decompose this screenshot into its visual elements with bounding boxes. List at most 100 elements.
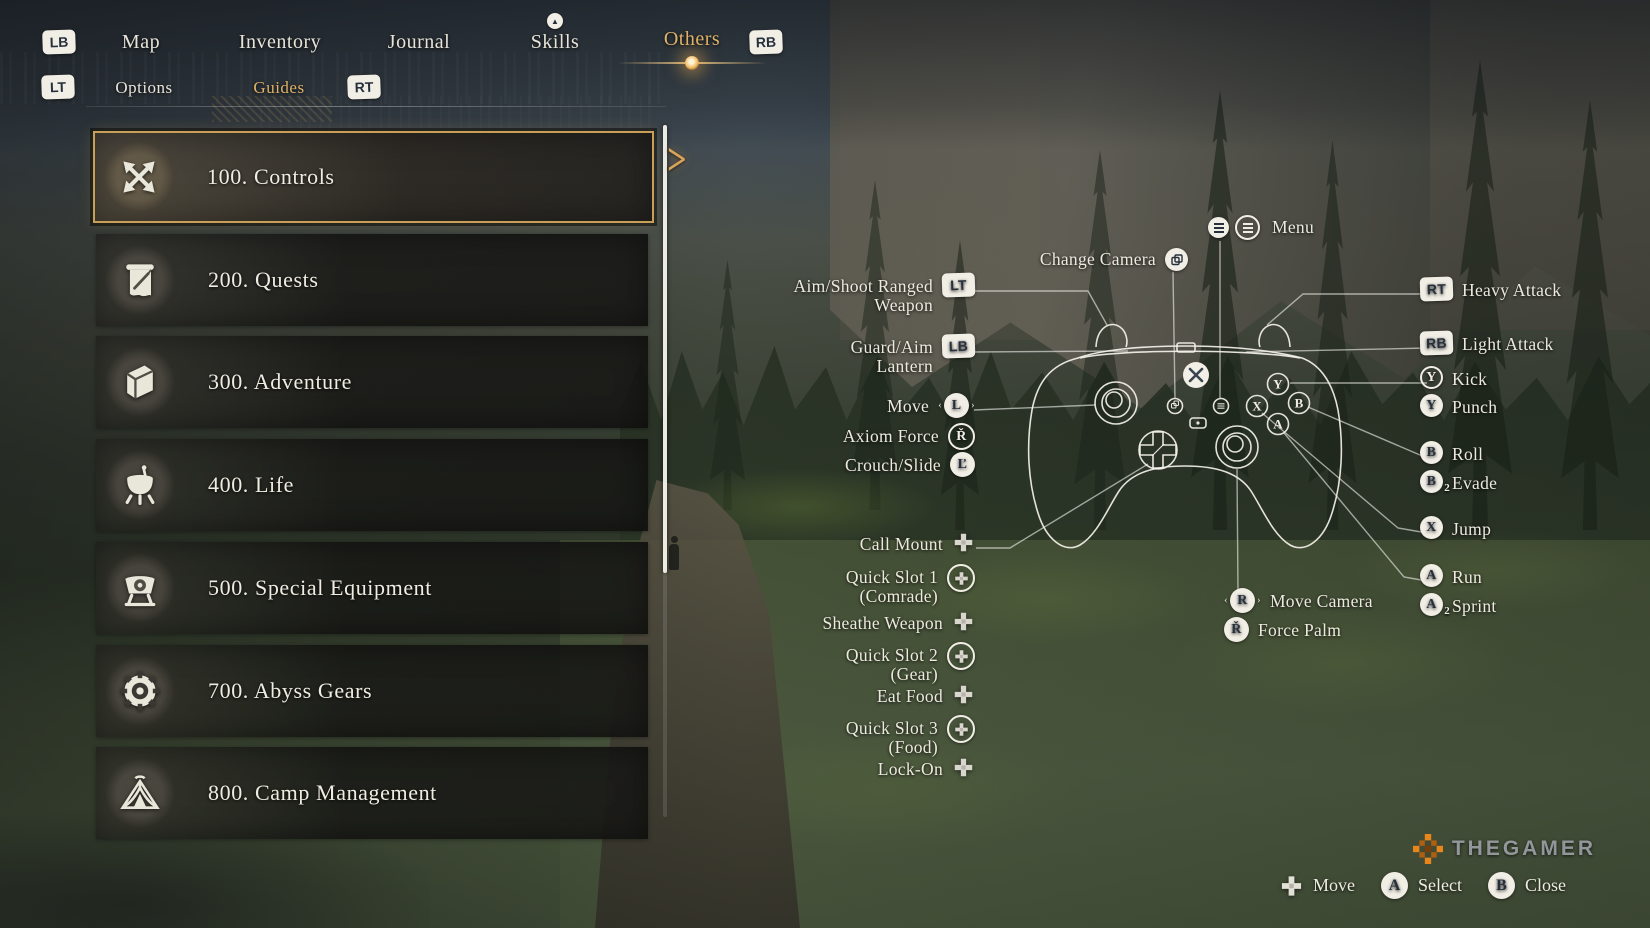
abyss-gears-icon bbox=[100, 651, 180, 731]
tab-journal[interactable]: Journal bbox=[387, 31, 451, 53]
control-label-line: Call Mount bbox=[859, 534, 943, 554]
hint-move: Move bbox=[1280, 874, 1355, 897]
control-label-line: (Gear) bbox=[890, 664, 938, 684]
background-decor-seal bbox=[260, 96, 660, 136]
adventure-icon bbox=[100, 342, 180, 422]
control-label-text: Move bbox=[887, 397, 929, 416]
guides-scrollbar-thumb[interactable] bbox=[663, 125, 667, 573]
control-label-move-camera: ‹R›Move Camera bbox=[1224, 588, 1373, 613]
menu-button-hold-icon bbox=[1235, 215, 1260, 240]
stick-arrow-icon: › bbox=[1256, 594, 1261, 606]
guide-item-title: 100. Controls bbox=[207, 164, 335, 189]
rt-badge: RT bbox=[347, 74, 381, 100]
guide-item-special-equipment[interactable]: 500. Special Equipment bbox=[96, 542, 648, 634]
tab-others[interactable]: Others bbox=[663, 28, 721, 50]
stick-letter: Ľ bbox=[957, 457, 968, 472]
dpad-icon bbox=[1280, 874, 1303, 897]
control-label-sheathe-weapon: Sheathe Weapon bbox=[822, 612, 975, 633]
control-label-line: Quick Slot 2 bbox=[845, 645, 938, 665]
tab-skills[interactable]: Skills bbox=[530, 31, 580, 53]
control-label-line: (Food) bbox=[888, 737, 938, 757]
right-stick-icon: Ř bbox=[948, 423, 975, 450]
control-label-line: Kick bbox=[1452, 369, 1488, 389]
stick-letter: Ř bbox=[1231, 622, 1242, 637]
rb-badge: RB bbox=[749, 29, 783, 55]
nav-divider bbox=[86, 106, 666, 107]
control-label-line: Crouch/Slide bbox=[845, 455, 941, 475]
guide-item-title: 300. Adventure bbox=[208, 369, 353, 394]
control-label-text: Evade bbox=[1452, 474, 1497, 493]
a-button-icon: A bbox=[1381, 872, 1408, 899]
control-label-text: Quick Slot 1(Comrade) bbox=[846, 568, 938, 606]
a-button-icon: A bbox=[1420, 564, 1443, 587]
control-label-text: Sheathe Weapon bbox=[822, 614, 943, 633]
control-label-line: Punch bbox=[1452, 397, 1498, 417]
guide-item-life[interactable]: 400. Life bbox=[96, 439, 648, 531]
control-label-line: Sprint bbox=[1452, 596, 1497, 616]
hint-select: A Select bbox=[1381, 872, 1462, 899]
control-label-text: Heavy Attack bbox=[1462, 281, 1561, 300]
right-stick-icon: Ř bbox=[1224, 617, 1249, 642]
control-label-text: Lock-On bbox=[878, 760, 943, 779]
skill-point-icon: ▲ bbox=[547, 13, 563, 29]
guide-item-controls[interactable]: 100. Controls bbox=[93, 131, 654, 223]
special-equipment-icon bbox=[100, 548, 180, 628]
control-label-eat-food: Eat Food bbox=[877, 685, 975, 706]
dpad-icon bbox=[952, 756, 975, 779]
face-letter: B bbox=[1496, 876, 1507, 894]
tab-guides[interactable]: Guides bbox=[253, 78, 305, 97]
rb-badge-label: RB bbox=[755, 33, 777, 51]
next-chevron-icon[interactable]: > bbox=[667, 134, 687, 186]
quests-icon bbox=[100, 240, 180, 320]
control-label-text: Change Camera bbox=[1039, 249, 1156, 269]
stick-letter: L bbox=[951, 398, 962, 413]
dpad-icon bbox=[952, 610, 975, 633]
control-label-jump: X Jump bbox=[1420, 516, 1491, 539]
control-label-line: Light Attack bbox=[1462, 334, 1554, 354]
guide-item-quests[interactable]: 200. Quests bbox=[96, 234, 648, 326]
guide-item-camp-management[interactable]: 800. Camp Management bbox=[96, 747, 648, 839]
rb-button-icon: RB bbox=[1419, 330, 1454, 356]
dpad-icon bbox=[952, 683, 975, 706]
b-button-icon: B bbox=[1420, 441, 1443, 464]
control-label-text: Move Camera bbox=[1270, 592, 1373, 611]
right-stick-icon: R bbox=[1229, 588, 1255, 613]
tab-inventory[interactable]: Inventory bbox=[238, 31, 322, 53]
guide-item-abyss-gears[interactable]: 700. Abyss Gears bbox=[96, 645, 648, 737]
dpad-icon bbox=[952, 531, 975, 554]
tab-options[interactable]: Options bbox=[115, 78, 173, 97]
stick-arrow-icon: ‹ bbox=[938, 399, 943, 411]
hint-label: Select bbox=[1418, 875, 1462, 895]
face-letter: B bbox=[1426, 445, 1437, 460]
control-label-line: Quick Slot 3 bbox=[845, 718, 938, 738]
x-button-icon: X bbox=[1420, 516, 1443, 539]
lb-badge-label: LB bbox=[49, 33, 69, 51]
control-label-line: Jump bbox=[1452, 519, 1492, 539]
tab-map[interactable]: Map bbox=[121, 31, 161, 53]
lb-badge: LB bbox=[42, 29, 76, 55]
camp-icon bbox=[100, 753, 180, 833]
control-label-menu: Menu bbox=[1208, 215, 1314, 240]
control-label-quick-slot-1: Quick Slot 1(Comrade) bbox=[846, 564, 975, 606]
stick-letter: R bbox=[1237, 593, 1248, 608]
control-label-line: Quick Slot 1 bbox=[845, 567, 938, 587]
control-label-line: Move Camera bbox=[1269, 591, 1373, 611]
lt-button-icon: LT bbox=[941, 272, 976, 298]
guide-item-title: 700. Abyss Gears bbox=[208, 678, 373, 703]
control-label-text: Jump bbox=[1452, 520, 1491, 539]
control-label-text: Quick Slot 2(Gear) bbox=[846, 646, 938, 684]
lt-badge: LT bbox=[41, 74, 75, 100]
guide-item-adventure[interactable]: 300. Adventure bbox=[96, 336, 648, 428]
face-letter: A bbox=[1426, 568, 1437, 583]
y-button-icon: Y bbox=[1420, 394, 1443, 417]
control-label-text: Force Palm bbox=[1258, 621, 1341, 640]
